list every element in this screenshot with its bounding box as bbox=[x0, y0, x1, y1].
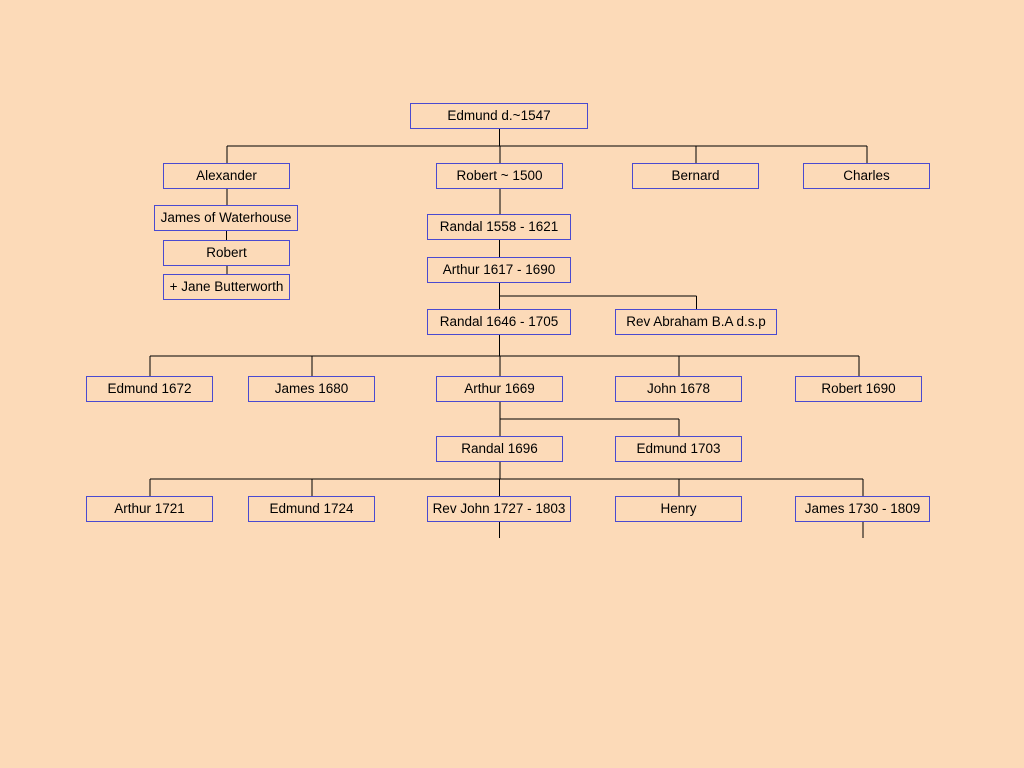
person-rev-abraham: Rev Abraham B.A d.s.p bbox=[615, 309, 777, 335]
person-edmund-1547: Edmund d.~1547 bbox=[410, 103, 588, 129]
person-randal-1646: Randal 1646 - 1705 bbox=[427, 309, 571, 335]
person-robert-1500: Robert ~ 1500 bbox=[436, 163, 563, 189]
person-arthur-1669: Arthur 1669 bbox=[436, 376, 563, 402]
person-robert-1690: Robert 1690 bbox=[795, 376, 922, 402]
person-arthur-1721: Arthur 1721 bbox=[86, 496, 213, 522]
person-edmund-1724: Edmund 1724 bbox=[248, 496, 375, 522]
person-charles: Charles bbox=[803, 163, 930, 189]
person-rev-john: Rev John 1727 - 1803 bbox=[427, 496, 571, 522]
person-alexander: Alexander bbox=[163, 163, 290, 189]
person-james-1680: James 1680 bbox=[248, 376, 375, 402]
person-robert: Robert bbox=[163, 240, 290, 266]
person-jane-butterworth: + Jane Butterworth bbox=[163, 274, 290, 300]
person-henry: Henry bbox=[615, 496, 742, 522]
person-randal-1696: Randal 1696 bbox=[436, 436, 563, 462]
person-arthur-1617: Arthur 1617 - 1690 bbox=[427, 257, 571, 283]
person-james-1730: James 1730 - 1809 bbox=[795, 496, 930, 522]
person-edmund-1672: Edmund 1672 bbox=[86, 376, 213, 402]
person-edmund-1703: Edmund 1703 bbox=[615, 436, 742, 462]
person-john-1678: John 1678 bbox=[615, 376, 742, 402]
person-randal-1558: Randal 1558 - 1621 bbox=[427, 214, 571, 240]
person-james-of-waterhouse: James of Waterhouse bbox=[154, 205, 298, 231]
person-bernard: Bernard bbox=[632, 163, 759, 189]
